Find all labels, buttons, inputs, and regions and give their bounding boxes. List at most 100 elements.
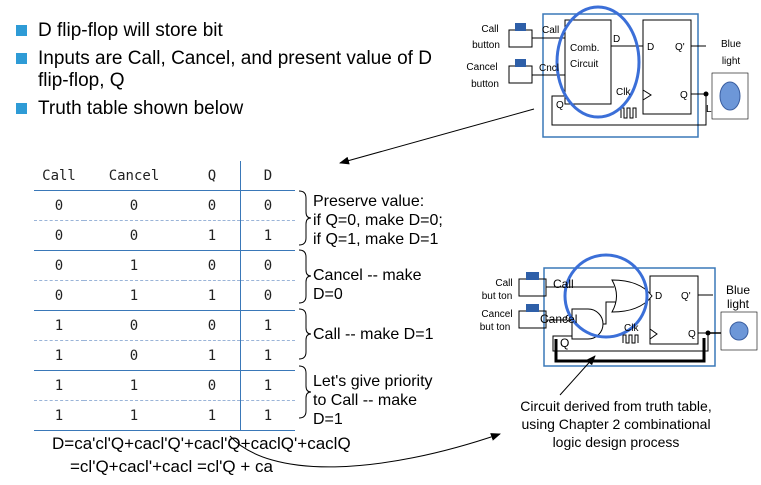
top-ff-d-label: D bbox=[647, 42, 654, 53]
bottom-call-button-icon bbox=[518, 278, 547, 297]
table-cell: 1 bbox=[184, 340, 241, 371]
table-cell: 0 bbox=[84, 340, 184, 371]
bottom-light-label-1: Blue bbox=[726, 283, 750, 297]
bottom-blue-light-icon bbox=[729, 321, 749, 341]
top-l-label: L bbox=[706, 104, 712, 115]
d-flip-flop-block bbox=[642, 19, 692, 115]
annotation-line: if Q=0, make D=0; bbox=[313, 212, 443, 229]
top-ff-q-label: Q bbox=[680, 90, 688, 101]
annotation-line: if Q=1, make D=1 bbox=[313, 231, 439, 248]
table-braces bbox=[298, 190, 312, 419]
comb-label-1: Comb. bbox=[570, 43, 599, 54]
bottom-ff-q-label: Q bbox=[688, 329, 696, 340]
table-cell: 1 bbox=[184, 280, 241, 311]
circuit-caption: Circuit derived from truth table, using … bbox=[500, 397, 732, 451]
or-gate bbox=[611, 279, 653, 313]
top-circuit: Call button Cancel button Call Cncl Comb… bbox=[466, 5, 749, 138]
equation-line-1: D=ca'cl'Q+cacl'Q'+cacl'Q+caclQ'+caclQ bbox=[52, 434, 351, 453]
table-cell: 0 bbox=[84, 220, 184, 251]
top-d-out-label: D bbox=[613, 34, 620, 45]
bullet-item: Inputs are Call, Cancel, and present val… bbox=[12, 48, 432, 92]
table-cell: 1 bbox=[84, 250, 184, 281]
table-cell: 0 bbox=[184, 370, 241, 401]
table-cell: 1 bbox=[84, 400, 184, 431]
top-ff-clk-label: Clk bbox=[616, 87, 631, 98]
top-light-label-2: light bbox=[722, 56, 741, 67]
cancel-button-icon bbox=[508, 65, 533, 84]
table-cell: 0 bbox=[240, 250, 295, 281]
bottom-call-button-label-2: but ton bbox=[482, 291, 513, 302]
bottom-circuit: Call but ton Cancel but ton Call Cancel … bbox=[480, 253, 758, 367]
bottom-cancel-button-label-1: Cancel bbox=[481, 309, 512, 320]
bullet-list: D flip-flop will store bit Inputs are Ca… bbox=[12, 20, 432, 126]
caption-line: using Chapter 2 combinational bbox=[521, 416, 711, 432]
table-cell: 1 bbox=[34, 400, 84, 431]
bottom-ff-clk-label: Clk bbox=[624, 323, 639, 334]
top-cancel-button-label-2: button bbox=[471, 79, 499, 90]
arrow-caption-to-circuit bbox=[559, 355, 596, 396]
top-call-button-label-1: Call bbox=[481, 24, 498, 35]
table-cell: 0 bbox=[34, 220, 84, 251]
bottom-call-wire-label: Call bbox=[553, 277, 574, 291]
table-cell: 0 bbox=[184, 250, 241, 281]
cancel-button-cap-icon bbox=[515, 59, 526, 67]
annotation-line: Cancel -- make bbox=[313, 267, 422, 284]
top-call-wire-label: Call bbox=[542, 25, 559, 36]
table-cell: 0 bbox=[184, 310, 241, 341]
annotation-line: Let's give priority bbox=[313, 373, 433, 390]
comb-circuit-block bbox=[564, 19, 612, 105]
annotation-preserve: Preserve value: if Q=0, make D=0; if Q=1… bbox=[313, 192, 443, 249]
annotation-call: Call -- make D=1 bbox=[313, 325, 433, 344]
table-cell: 1 bbox=[240, 310, 295, 341]
table-cell: 1 bbox=[240, 400, 295, 431]
table-cell: 0 bbox=[84, 310, 184, 341]
bullet-item: Truth table shown below bbox=[12, 98, 432, 120]
table-cell: 0 bbox=[240, 280, 295, 311]
bullet-marker bbox=[16, 25, 27, 36]
bottom-q-feedback-label: Q bbox=[560, 336, 569, 350]
annotation-priority: Let's give priority to Call -- make D=1 bbox=[313, 372, 433, 429]
bottom-d-flip-flop-block bbox=[649, 275, 699, 345]
bottom-call-button-cap-icon bbox=[526, 272, 539, 280]
bottom-circuit-frame bbox=[543, 267, 716, 367]
highlight-circle-top bbox=[555, 5, 641, 119]
table-cell: 0 bbox=[34, 280, 84, 311]
table-cell: 1 bbox=[184, 220, 241, 251]
bottom-cancel-button-label-2: but ton bbox=[480, 322, 511, 333]
header-call: Call bbox=[34, 161, 84, 191]
bullet-text: D flip-flop will store bit bbox=[38, 20, 223, 41]
annotation-line: D=1 bbox=[313, 411, 343, 428]
top-call-button-label-2: button bbox=[472, 40, 500, 51]
annotation-line: to Call -- make bbox=[313, 392, 418, 409]
table-cell: 1 bbox=[240, 220, 295, 251]
call-button-icon bbox=[508, 29, 533, 48]
equation-line-2: =cl'Q+cacl'+cacl =cl'Q + ca bbox=[70, 457, 273, 476]
and-gate bbox=[571, 308, 604, 340]
caption-line: Circuit derived from truth table, bbox=[520, 398, 712, 414]
bottom-cancel-wire-label: Cancel bbox=[540, 312, 577, 326]
bullet-text: Inputs are Call, Cancel, and present val… bbox=[38, 48, 432, 91]
comb-label-2: Circuit bbox=[570, 59, 599, 70]
bottom-light-label-2: light bbox=[727, 297, 750, 311]
table-cell: 1 bbox=[240, 340, 295, 371]
table-cell: 1 bbox=[34, 340, 84, 371]
table-cell: 1 bbox=[34, 310, 84, 341]
arrow-equation-to-circuit bbox=[229, 433, 501, 468]
annotation-cancel: Cancel -- make D=0 bbox=[313, 266, 421, 304]
header-q: Q bbox=[184, 161, 241, 191]
bottom-cancel-button-cap-icon bbox=[526, 304, 539, 312]
table-cell: 0 bbox=[84, 190, 184, 221]
top-q-feedback-label: Q bbox=[556, 100, 564, 111]
bullet-marker bbox=[16, 53, 27, 64]
bottom-ff-qbar-label: Q' bbox=[681, 291, 691, 302]
annotation-line: D=0 bbox=[313, 286, 343, 303]
top-cancel-wire-label: Cncl bbox=[539, 63, 559, 74]
